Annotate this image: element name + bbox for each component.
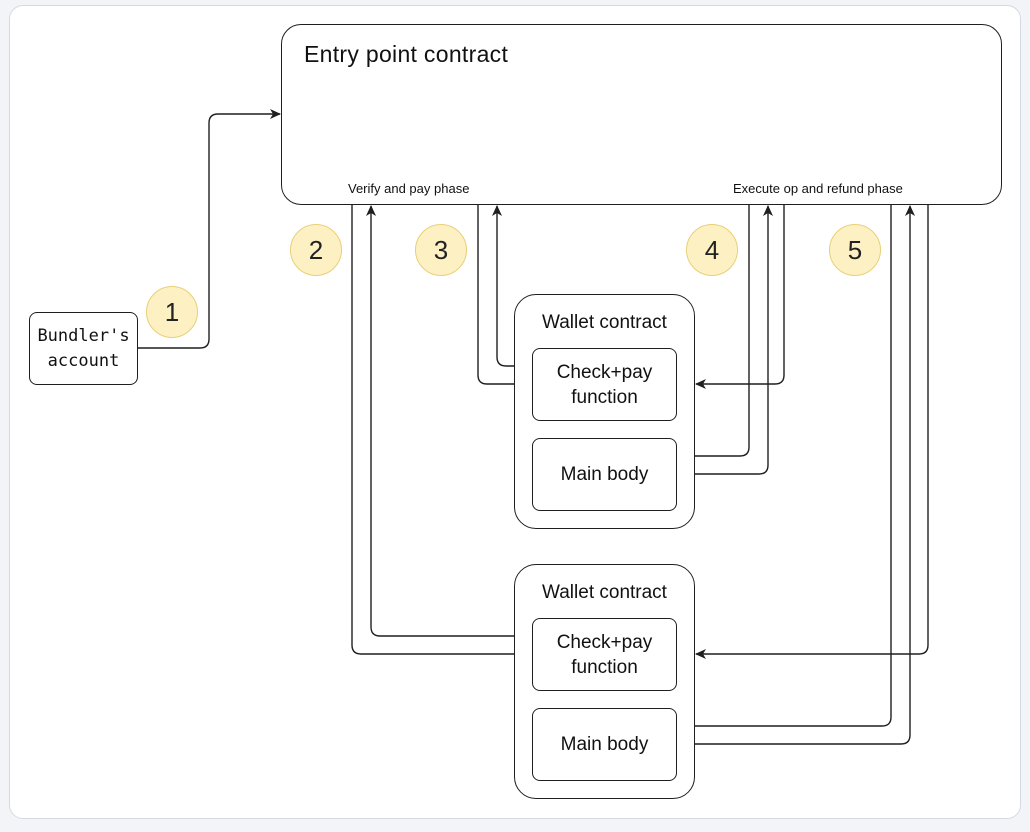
wallet-2-check-pay-function: Check+pay function bbox=[532, 618, 677, 691]
bundler-account: Bundler's account bbox=[29, 312, 138, 385]
arrow-wallet1-check-to-verify bbox=[492, 205, 532, 367]
step-badge-1: 1 bbox=[146, 286, 198, 338]
arrow-execute-to-wallet1-check bbox=[695, 205, 785, 389]
arrow-execute-to-wallet2-main bbox=[677, 205, 892, 731]
arrow-bundler-to-entry bbox=[138, 109, 281, 349]
wallet-2-main-body: Main body bbox=[532, 708, 677, 781]
arrow-verify-to-wallet2-check bbox=[351, 205, 532, 659]
arrow-wallet2-check-to-verify bbox=[366, 205, 532, 637]
step-badge-2: 2 bbox=[290, 224, 342, 276]
wallet-1-check-pay-label: Check+pay function bbox=[556, 361, 653, 408]
wallet-2-main-body-label: Main body bbox=[560, 734, 649, 755]
step-badge-4: 4 bbox=[686, 224, 738, 276]
arrow-execute-to-wallet2-check bbox=[695, 205, 929, 659]
verify-phase-label: Verify and pay phase bbox=[348, 181, 470, 196]
wallet-1-title: Wallet contract bbox=[542, 312, 667, 333]
entry-point-title: Entry point contract bbox=[304, 41, 509, 67]
wallet-1-main-body: Main body bbox=[532, 438, 677, 511]
wallet-1-main-body-label: Main body bbox=[560, 464, 649, 485]
arrow-verify-to-wallet1-check bbox=[477, 205, 532, 389]
arrow-wallet2-main-to-execute bbox=[677, 205, 915, 745]
entry-point-contract: Entry point contract bbox=[281, 24, 1002, 205]
step-badge-3: 3 bbox=[415, 224, 467, 276]
bundler-label: Bundler's account bbox=[37, 325, 130, 371]
step-badge-5: 5 bbox=[829, 224, 881, 276]
wallet-1-check-pay-function: Check+pay function bbox=[532, 348, 677, 421]
wallet-2-check-pay-label: Check+pay function bbox=[556, 631, 653, 678]
arrow-execute-to-wallet1-main bbox=[677, 205, 750, 461]
wallet-2-title: Wallet contract bbox=[542, 582, 667, 603]
arrow-wallet1-main-to-execute bbox=[677, 205, 773, 475]
execute-phase-label: Execute op and refund phase bbox=[733, 181, 903, 196]
